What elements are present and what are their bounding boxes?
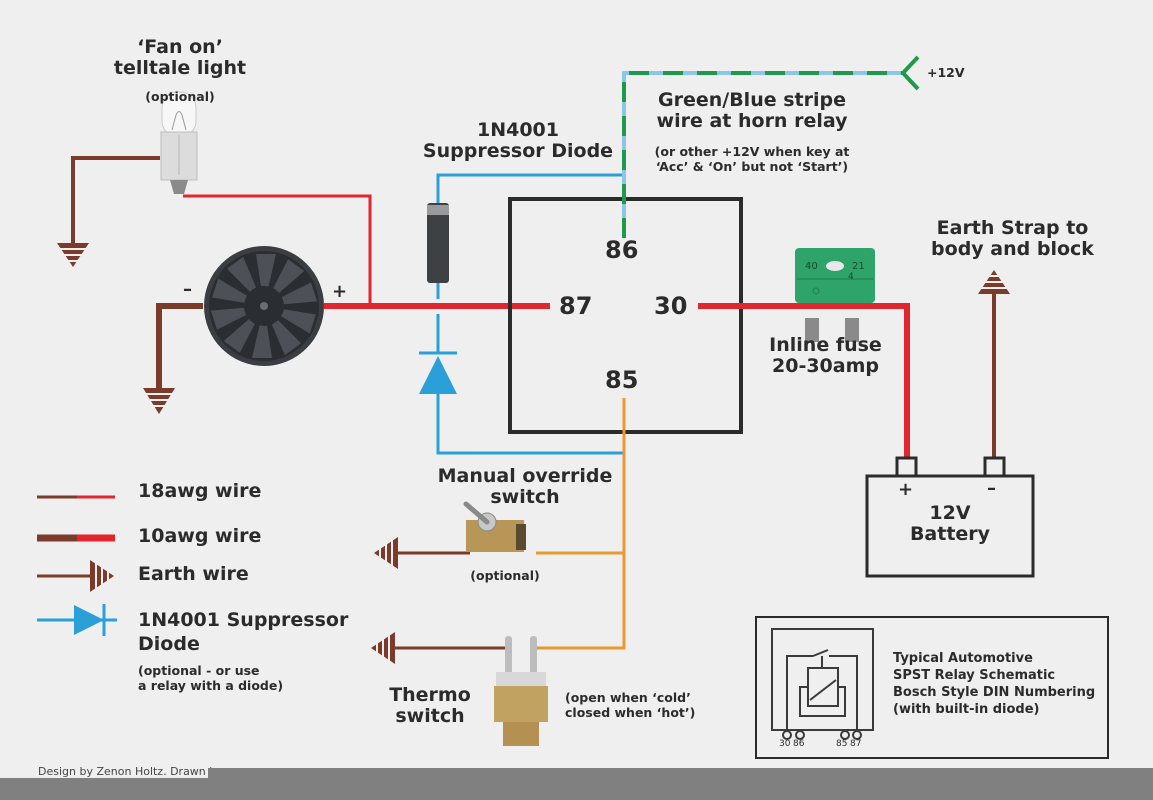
relay-schematic-icon — [771, 628, 874, 740]
battery-icon — [865, 456, 1035, 578]
fan-minus: – — [183, 279, 192, 300]
fuse-marking-left: 40 — [805, 261, 818, 272]
legend-diode-note-line1: (optional - or use — [138, 663, 260, 678]
thermo-note-line2: closed when ‘hot’) — [565, 705, 696, 720]
fuse-icon — [795, 248, 875, 342]
ignition-title-line1: Green/Blue stripe — [658, 89, 846, 111]
earth-symbol-icon — [143, 388, 175, 414]
earth-symbol-icon — [57, 243, 89, 267]
supply-label: +12V — [927, 65, 965, 80]
ignition-note-line1: (or other +12V when key at — [654, 144, 850, 159]
earth-symbol-icon — [978, 270, 1010, 294]
fuse-marking-right: 21 — [852, 261, 865, 272]
battery-label: 12V Battery — [900, 503, 1000, 545]
thermo-switch-note: (open when ‘cold’ closed when ‘hot’) — [565, 690, 695, 720]
thermo-switch-line1: Thermo — [389, 684, 471, 706]
legend-diode-label: 1N4001 Suppressor — [138, 609, 349, 631]
legend-diode-label-line2: Diode — [138, 633, 200, 655]
ignition-title-line2: wire at horn relay — [656, 109, 848, 132]
inset-pin-87: 87 — [850, 739, 862, 749]
earth-symbol-icon — [374, 537, 398, 569]
legend-earth-icon — [37, 560, 114, 592]
inset-line4: (with built-in diode) — [893, 701, 1040, 717]
battery-plus: + — [898, 479, 914, 500]
bulb-icon — [160, 91, 198, 194]
earth-symbol-icon — [371, 632, 395, 664]
connector-arrow-icon — [900, 55, 920, 91]
relay-pin-30: 30 — [654, 292, 688, 320]
earth-strap-label: Earth Strap to body and block — [920, 218, 1105, 260]
trigger-wire — [533, 398, 626, 650]
legend-diode-note: (optional - or use a relay with a diode) — [138, 663, 283, 693]
diode-symbol-icon — [419, 351, 457, 394]
diode-component-icon — [427, 203, 449, 283]
manual-switch-line1: Manual override — [437, 465, 613, 487]
fan-earth-wire — [156, 303, 203, 388]
telltale-note: (optional) — [145, 89, 215, 104]
battery-feed-wire — [698, 303, 910, 460]
thermo-switch-label: Thermo switch — [380, 685, 480, 727]
manual-switch-line2: switch — [490, 485, 560, 508]
relay-pin-87: 87 — [559, 292, 593, 320]
inset-box — [755, 616, 1109, 759]
telltale-title-line1: ‘Fan on’ — [137, 36, 223, 58]
earth-strap-line1: Earth Strap to — [936, 217, 1089, 239]
thermo-switch-icon — [494, 636, 548, 746]
telltale-earth-wire — [71, 156, 160, 243]
legend-earth-label: Earth wire — [138, 563, 249, 585]
inset-description: Typical Automotive SPST Relay Schematic … — [893, 651, 1095, 719]
thermo-switch-line2: switch — [395, 704, 465, 727]
thermo-note-line1: (open when ‘cold’ — [565, 690, 691, 705]
fuse-label: Inline fuse 20-30amp — [758, 335, 893, 377]
diode-label-line2: Suppressor Diode — [422, 139, 614, 162]
toggle-switch-icon — [463, 501, 526, 552]
fan-plus: + — [332, 281, 348, 302]
diode-wire-top — [436, 173, 624, 203]
manual-switch-note: (optional) — [470, 568, 540, 583]
ignition-title: Green/Blue stripe wire at horn relay — [647, 90, 857, 132]
diode-label-line1: 1N4001 — [476, 119, 559, 141]
ignition-wire — [622, 71, 903, 238]
fuse-label-line1: Inline fuse — [769, 334, 882, 356]
inset-pin-85: 85 — [836, 739, 848, 749]
relay-pin-85: 85 — [605, 366, 639, 394]
legend-diode-note-line2: a relay with a diode) — [138, 678, 284, 693]
fuse-marking-sub: 4 — [848, 272, 854, 282]
fuse-label-line2: 20-30amp — [772, 354, 879, 377]
ignition-note-line2: ‘Acc’ & ‘On’ but not ‘Start’) — [655, 159, 849, 174]
battery-label-line2: Battery — [909, 522, 991, 545]
telltale-title-line2: telltale light — [113, 56, 247, 79]
legend-18awg-label: 18awg wire — [138, 480, 262, 502]
ignition-note: (or other +12V when key at ‘Acc’ & ‘On’ … — [645, 144, 859, 174]
diode-label: 1N4001 Suppressor Diode — [418, 120, 618, 162]
battery-minus: – — [987, 478, 996, 499]
legend-10awg-label: 10awg wire — [138, 525, 262, 547]
bottom-bar-overlay — [208, 768, 1153, 790]
legend-diode-icon — [37, 604, 117, 636]
inset-line3: Bosch Style DIN Numbering — [893, 684, 1096, 700]
earth-strap-line2: body and block — [931, 237, 1094, 260]
credit-text: Design by Zenon Holtz. Drawn by — [38, 765, 223, 778]
inset-pin-86: 86 — [793, 739, 805, 749]
telltale-title: ‘Fan on’ telltale light — [110, 37, 250, 79]
battery-label-line1: 12V — [929, 502, 971, 524]
diode-wire-bottom — [436, 390, 624, 455]
telltale-feed-wire — [183, 194, 372, 305]
inset-line1: Typical Automotive — [893, 651, 1033, 666]
fan-icon — [204, 246, 324, 366]
manual-switch-label: Manual override switch — [430, 466, 620, 508]
relay-pin-86: 86 — [605, 236, 639, 264]
inset-pin-30: 30 — [779, 739, 791, 749]
inset-line2: SPST Relay Schematic — [893, 667, 1056, 683]
